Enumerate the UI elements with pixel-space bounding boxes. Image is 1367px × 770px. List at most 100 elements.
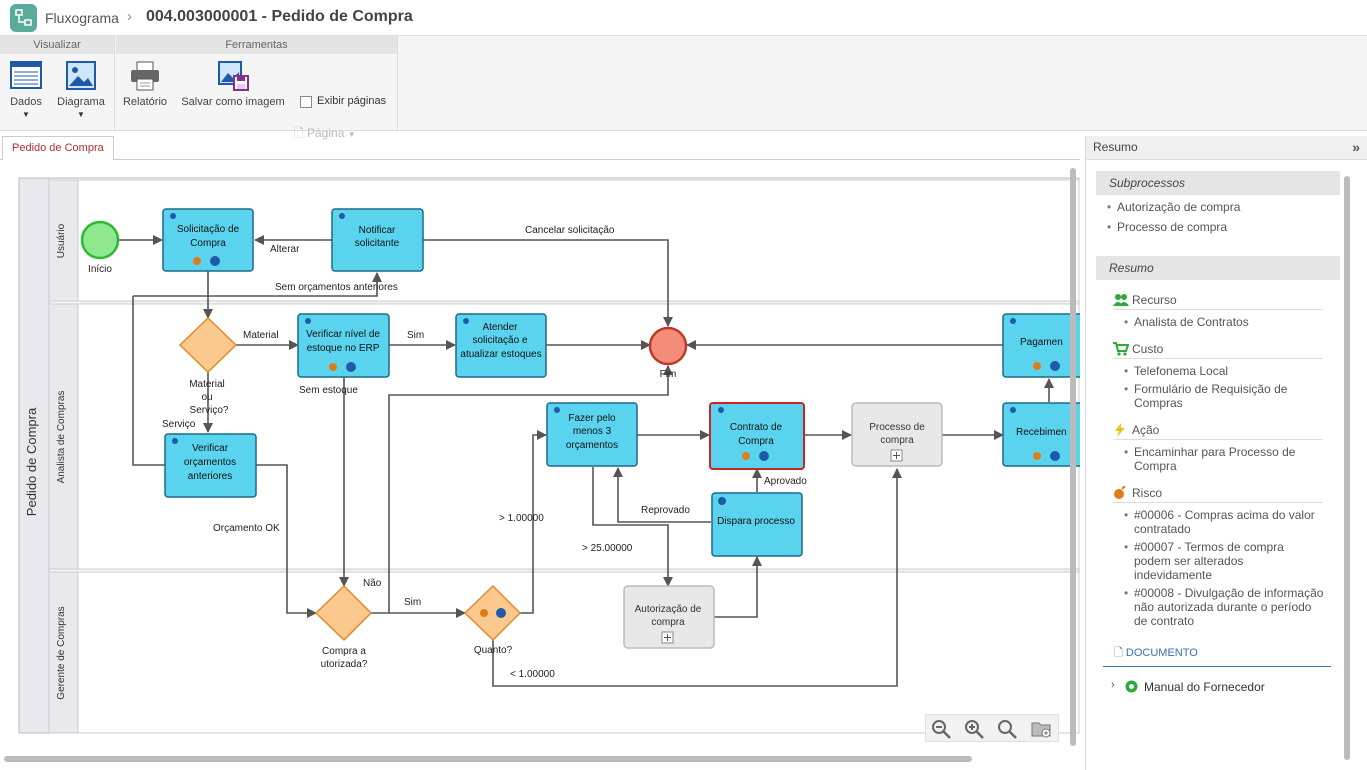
- user-icon: [463, 318, 469, 324]
- zoom-out-icon[interactable]: [930, 718, 952, 740]
- risk-bomb-icon: [1114, 486, 1126, 499]
- task-dispara[interactable]: Dispara processo: [711, 492, 803, 557]
- subprocesso-item[interactable]: Processo de compra: [1107, 220, 1227, 234]
- printer-icon: [129, 60, 161, 92]
- task-pagamento-label: Pagamen: [1020, 337, 1063, 348]
- lane-label-analista: Analista de Compras: [56, 391, 67, 484]
- flow-label-gt1: > 1.00000: [499, 513, 544, 524]
- canvas-horizontal-scrollbar[interactable]: [4, 756, 972, 762]
- collapse-panel-icon[interactable]: »: [1352, 139, 1360, 155]
- table-icon: [10, 60, 42, 92]
- subprocesso-item[interactable]: Autorização de compra: [1107, 200, 1240, 214]
- zoom-in-icon[interactable]: [963, 718, 985, 740]
- breadcrumb-app[interactable]: Fluxograma: [45, 10, 119, 26]
- user-icon: [170, 213, 176, 219]
- dados-button[interactable]: Dados▼: [6, 60, 46, 120]
- group-ferramentas: Ferramentas: [116, 36, 397, 54]
- manual-fornecedor-link[interactable]: Manual do Fornecedor: [1144, 680, 1265, 694]
- documento-header[interactable]: 🗋 DOCUMENTO: [1114, 644, 1198, 663]
- ribbon-toolbar: Visualizar Ferramentas Dados▼ Diagrama▼ …: [0, 36, 1367, 140]
- control-icon: [496, 608, 506, 618]
- recurso-label: Recurso: [1132, 293, 1177, 307]
- end-event[interactable]: [648, 326, 688, 366]
- save-image-icon: [217, 60, 249, 92]
- salvar-imagem-button[interactable]: Salvar como imagem: [178, 60, 288, 108]
- category-acao: Ação: [1113, 423, 1323, 440]
- gateway-compra[interactable]: [314, 584, 373, 642]
- acao-item: Encaminhar para Processo de Compra: [1124, 445, 1319, 473]
- page-title: 004.003000001 - Pedido de Compra: [146, 8, 413, 25]
- lane-gerente: [48, 571, 1080, 734]
- user-icon: [339, 213, 345, 219]
- panel-scrollbar[interactable]: [1344, 176, 1350, 760]
- flow-label-lt1: < 1.00000: [510, 669, 555, 680]
- section-subprocessos[interactable]: Subprocessos: [1096, 171, 1340, 195]
- recurso-item: Analista de Contratos: [1124, 315, 1249, 329]
- dados-label: Dados: [10, 96, 42, 108]
- custo-item: Formulário de Requisição de Compras: [1124, 382, 1319, 410]
- flow-label-orcamento-ok: Orçamento OK: [213, 523, 280, 534]
- tab-pedido-de-compra[interactable]: Pedido de Compra: [2, 136, 114, 161]
- task-pagamento[interactable]: Pagamen: [1002, 313, 1080, 378]
- breadcrumb-separator: ›: [127, 8, 132, 25]
- app-logo-icon[interactable]: [10, 4, 37, 32]
- salvar-label: Salvar como imagem: [181, 96, 285, 108]
- export-folder-icon[interactable]: [1030, 718, 1052, 740]
- risco-item: #00008 - Divulgação de informação não au…: [1124, 586, 1324, 628]
- section-resumo[interactable]: Resumo: [1096, 256, 1340, 280]
- zoom-toolbar: [925, 714, 1059, 742]
- start-event-label: Início: [88, 264, 112, 275]
- diagrama-button[interactable]: Diagrama▼: [56, 60, 106, 120]
- cart-icon: [1113, 342, 1129, 356]
- canvas-vertical-scrollbar[interactable]: [1070, 168, 1076, 746]
- zoom-reset-icon[interactable]: [996, 718, 1018, 740]
- users-icon: [1113, 294, 1129, 306]
- flow-label-cancelar: Cancelar solicitação: [525, 225, 615, 236]
- flow-label-reprovado: Reprovado: [641, 505, 690, 516]
- pagina-label: Página: [307, 126, 345, 140]
- custo-label: Custo: [1132, 342, 1164, 356]
- risco-item: #00007 - Termos de compra podem ser alte…: [1124, 540, 1309, 582]
- user-icon: [554, 407, 560, 413]
- relatorio-button[interactable]: Relatório: [120, 60, 170, 108]
- summary-panel-title: Resumo: [1093, 140, 1138, 154]
- acao-label: Ação: [1132, 423, 1160, 437]
- task-recebimento[interactable]: Recebimen: [1002, 402, 1080, 467]
- user-icon: [305, 318, 311, 324]
- gateway-material[interactable]: [178, 316, 238, 374]
- risco-item: #00006 - Compras acima do valor contrata…: [1124, 508, 1324, 536]
- gateway-quanto-label: Quanto?: [474, 645, 513, 656]
- lane-label-usuario: Usuário: [56, 223, 67, 258]
- document-icon: 🗋: [1114, 647, 1123, 659]
- diagrama-label: Diagrama: [57, 96, 105, 108]
- task-recebimento-label: Recebimen: [1016, 427, 1067, 438]
- gateway-quanto[interactable]: [463, 584, 522, 642]
- exibir-paginas-checkbox[interactable]: [300, 96, 312, 108]
- expand-chevron-icon[interactable]: ›: [1111, 679, 1115, 691]
- flow-label-servico: Serviço: [162, 419, 196, 430]
- end-event-label: Fim: [660, 369, 677, 380]
- flow-label-sem-orc: Sem orçamentos anteriores: [275, 282, 398, 293]
- diagram-canvas[interactable]: Pedido de Compra Usuário Analista de Com…: [0, 160, 1080, 763]
- flow-label-alterar: Alterar: [270, 244, 300, 255]
- start-event[interactable]: [80, 220, 120, 260]
- exibir-paginas-label: Exibir páginas: [317, 95, 387, 107]
- risco-label: Risco: [1132, 486, 1163, 500]
- page-icon: 🗋: [294, 126, 304, 140]
- pagina-dropdown[interactable]: 🗋 Página ▼: [294, 126, 356, 140]
- app-header: Fluxograma › 004.003000001 - Pedido de C…: [0, 0, 1367, 36]
